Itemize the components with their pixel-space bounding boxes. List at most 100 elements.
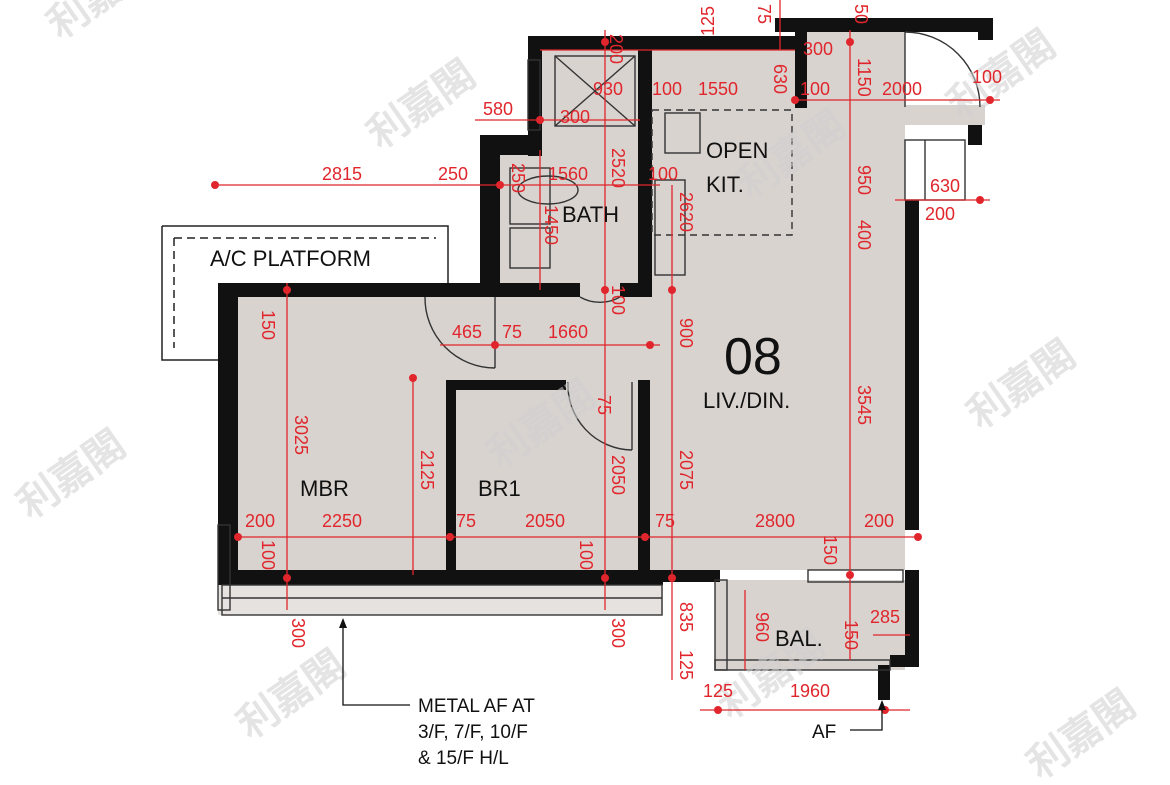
af-post (878, 665, 890, 700)
wall-top-kitchen (528, 36, 798, 50)
room-label-living: LIV./DIN. (703, 388, 790, 413)
wall-corner-post (795, 18, 807, 108)
wall-right (905, 200, 919, 530)
dim-label: 2815 (322, 164, 362, 184)
dim-label: 100 (258, 540, 278, 570)
wall-bath-bottom2 (620, 283, 652, 297)
dim-label: 75 (456, 511, 476, 531)
room-label-bath: BATH (562, 202, 619, 227)
room-label-mbr: MBR (300, 476, 349, 501)
dim-label: 2520 (608, 148, 628, 188)
watermark-text: 利嘉閣 (229, 641, 354, 748)
dim-label: 100 (972, 67, 1002, 87)
wall-right-upper (968, 125, 982, 145)
dim-label: 100 (648, 164, 678, 184)
ac-platform-label: A/C PLATFORM (210, 246, 371, 271)
unit-number: 08 (724, 328, 782, 386)
dim-label: 50 (851, 4, 871, 24)
dim-label: 900 (676, 318, 696, 348)
room-label-br1: BR1 (478, 476, 521, 501)
dim-label: 200 (864, 511, 894, 531)
wall-bottom-mbr (218, 570, 663, 585)
room-labels: OPEN KIT. BATH 08 LIV./DIN. MBR BR1 BAL. (300, 138, 823, 651)
dim-label: 300 (288, 618, 308, 648)
wall-bath-left (480, 135, 500, 297)
wall-bottom-liv (650, 570, 720, 582)
dim-label: 150 (258, 310, 278, 340)
dim-label: 1660 (548, 322, 588, 342)
dim-label: 3545 (854, 385, 874, 425)
shower-tray (554, 55, 636, 127)
wall-top-bedrooms (218, 283, 498, 297)
dim-label: 75 (655, 511, 675, 531)
dim-label: 250 (438, 164, 468, 184)
wall-upper-left (528, 36, 542, 156)
wall-top-right (775, 18, 993, 32)
note-metal-af-line2: 3/F, 7/F, 10/F (418, 722, 528, 743)
dim-label: 835 (676, 602, 696, 632)
dim-label: 400 (854, 220, 874, 250)
dim-label: 100 (576, 540, 596, 570)
wall-br1-top (446, 380, 566, 390)
wall-bath-top (480, 135, 540, 155)
floor-areas (218, 22, 985, 670)
dim-label: 1150 (854, 58, 874, 97)
kitchen-hob (654, 179, 686, 276)
wall-balcony-right (890, 655, 919, 667)
watermark-text: 利嘉閣 (959, 331, 1084, 438)
ac-platform: A/C PLATFORM (161, 225, 449, 361)
dim-label: 75 (502, 322, 522, 342)
fixtures (217, 31, 981, 671)
dim-label: 1450 (541, 205, 561, 245)
note-metal-af-line3: & 15/F H/L (418, 748, 509, 769)
dim-label: 150 (841, 620, 861, 650)
interior-floor (238, 22, 985, 585)
dim-label: 960 (752, 612, 772, 642)
walls (218, 18, 993, 700)
dim-label: 125 (698, 6, 718, 36)
dim-label: 2075 (676, 450, 696, 490)
af-ledge-floor (218, 585, 663, 615)
dim-label: 100 (652, 79, 682, 99)
dim-label: 100 (800, 79, 830, 99)
watermark-text: 利嘉閣 (39, 0, 164, 48)
toilet (517, 175, 579, 205)
dim-label: 75 (754, 4, 774, 24)
dim-label: 3025 (291, 415, 311, 455)
dim-label: 300 (608, 618, 628, 648)
dim-label: 150 (820, 535, 840, 565)
dim-label: 930 (593, 79, 623, 99)
dim-label: 100 (608, 285, 628, 315)
dim-label: 580 (483, 99, 513, 119)
wall-br1-left (446, 380, 456, 585)
dim-label: 285 (870, 607, 900, 627)
dim-label: 2050 (608, 455, 628, 495)
dimension-lines (215, 0, 1000, 711)
wall-br1-right (638, 380, 650, 585)
dim-label: 2800 (755, 511, 795, 531)
dim-label: 950 (854, 165, 874, 195)
dim-label: 75 (594, 395, 614, 415)
dim-label: 2620 (676, 192, 696, 232)
wall-left (218, 283, 238, 583)
dim-label: 125 (703, 681, 733, 701)
dim-label: 1560 (548, 164, 588, 184)
dim-label: 1550 (698, 79, 738, 99)
kitchen-sink (664, 112, 701, 154)
wall-right-lower (905, 570, 919, 665)
dim-label: 630 (930, 176, 960, 196)
dim-label: 200 (925, 204, 955, 224)
dim-label: 630 (770, 64, 790, 94)
dim-label: 125 (676, 650, 696, 680)
dim-label: 300 (803, 39, 833, 59)
basin (509, 227, 551, 269)
dimension-ticks (211, 38, 994, 714)
dim-label: 200 (606, 34, 626, 64)
watermark-text: 利嘉閣 (9, 421, 134, 528)
dim-label: 2250 (322, 511, 362, 531)
dim-label: 1960 (790, 681, 830, 701)
dim-label: 2000 (882, 79, 922, 99)
dim-label: 300 (560, 107, 590, 127)
